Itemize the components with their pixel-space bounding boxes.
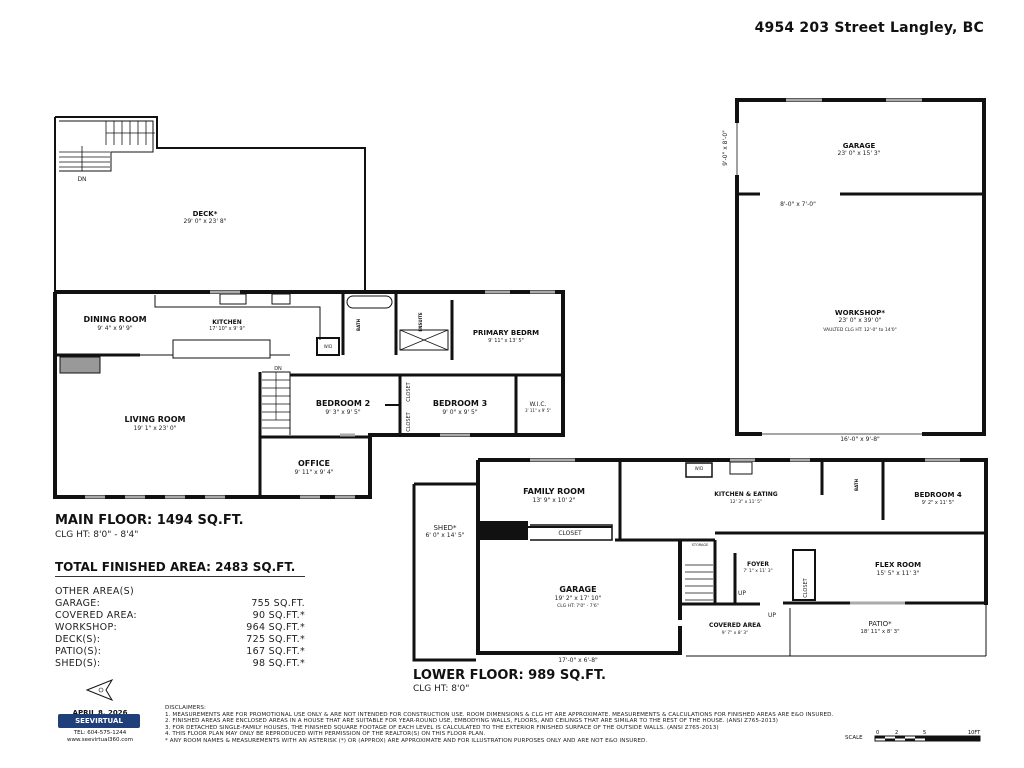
- family-room-label: FAMILY ROOM: [523, 487, 585, 496]
- kitchen-dimensions: 17' 10" x 9' 9": [209, 326, 245, 332]
- bedroom-closet-1-label: CLOSET: [406, 381, 412, 401]
- main-bath-label: BATH: [356, 319, 361, 331]
- bedroom-2-label: BEDROOM 2: [316, 399, 370, 408]
- family-room-dimensions: 13' 9" x 10' 2": [533, 497, 576, 504]
- primary-bedroom-label: PRIMARY BEDRM: [473, 329, 539, 337]
- lower-bath-label: BATH: [854, 479, 859, 491]
- workshop-dimensions: 23' 0" x 39' 0": [839, 317, 882, 324]
- wic-dimensions: 3' 11" x 9' 5": [525, 408, 551, 413]
- flex-room-label: FLEX ROOM: [875, 561, 921, 569]
- deck: DN DECK* 29' 0" x 23' 8": [54, 116, 366, 292]
- dining-room-label: DINING ROOM: [83, 315, 146, 324]
- property-address: 4954 203 Street Langley, BC: [754, 20, 984, 36]
- primary-bedroom-dimensions: 9' 11" x 13' 5": [488, 338, 524, 344]
- garage-side-door-dimensions: 9'-0" x 8'-0": [722, 130, 729, 166]
- scale-label: SCALE: [845, 735, 863, 741]
- lower-kitchen-dimensions: 12' 3" x 11' 5": [730, 499, 762, 505]
- contact-phone: TEL: 604-575-1244: [73, 730, 127, 736]
- dining-room-dimensions: 9' 4" x 9' 9": [97, 325, 133, 332]
- lower-floor-plan: [412, 458, 988, 662]
- lower-floor-ceiling: CLG HT: 8'0": [413, 684, 470, 694]
- foyer-dimensions: 7' 1" x 11' 3": [743, 568, 772, 574]
- patio-dimensions: 18' 11" x 8' 3": [860, 629, 899, 635]
- disclaimer-line: * ANY ROOM NAMES & MEASUREMENTS WITH AN …: [165, 737, 648, 744]
- north-arrow-icon: [85, 678, 114, 702]
- workshop-door-dimensions: 8'-0" x 7'-0": [780, 201, 816, 208]
- deck-dn-label: DN: [77, 176, 86, 183]
- bedroom-4-dimensions: 9' 2" x 11' 5": [922, 500, 955, 506]
- scale-bar: 0 2 5 10FT: [874, 730, 981, 742]
- outbuilding-garage-label: GARAGE: [843, 142, 876, 150]
- area-row: GARAGE:755 SQ.FT.: [55, 598, 305, 609]
- patio-up-label: UP: [768, 612, 776, 619]
- scale-tick-10: 10FT: [968, 730, 981, 736]
- disclaimer-line: 1. MEASUREMENTS ARE FOR PROMOTIONAL USE …: [165, 711, 834, 718]
- main-floor-title: MAIN FLOOR: 1494 SQ.FT.: [55, 513, 244, 528]
- foyer-up-label: UP: [738, 590, 746, 597]
- main-stairs-dn-label: DN: [274, 366, 282, 372]
- bedroom-closet-2-label: CLOSET: [406, 411, 412, 431]
- wic-label: W.I.C.: [530, 401, 547, 408]
- flex-closet-label: CLOSET: [803, 577, 809, 597]
- bedroom-4-label: BEDROOM 4: [914, 491, 962, 499]
- disclaimer-line: 4. THIS FLOOR PLAN MAY ONLY BE REPRODUCE…: [165, 731, 486, 737]
- disclaimer-title: DISCLAIMERS:: [165, 705, 207, 711]
- patio-label: PATIO*: [868, 620, 892, 628]
- flex-room-dimensions: 15' 5" x 11' 3": [877, 570, 920, 577]
- disclaimer-line: 2. FINISHED AREAS ARE ENCLOSED AREAS IN …: [165, 718, 779, 724]
- covered-area-label: COVERED AREA: [709, 622, 761, 629]
- bedroom-3-label: BEDROOM 3: [433, 399, 487, 408]
- bedroom-3-dimensions: 9' 0" x 9' 5": [442, 409, 478, 416]
- lower-closet-label: CLOSET: [558, 530, 582, 537]
- area-row: DECK(S):725 SQ.FT.*: [55, 634, 305, 645]
- main-floor-walls: [53, 290, 565, 499]
- workshop-overhead-door-dimensions: 16'-0" x 9'-8": [840, 436, 880, 443]
- area-row: WORKSHOP:964 SQ.FT.*: [55, 622, 305, 633]
- deck-label: DECK*: [193, 210, 218, 218]
- workshop-label: WORKSHOP*: [835, 309, 885, 317]
- contact-info: TEL: 604-575-1244 www.seevirtual360.com: [55, 730, 145, 744]
- scale-tick-0: 0: [876, 730, 879, 736]
- main-floor-plan: DN DECK* 29' 0" x 23' 8": [53, 116, 565, 499]
- total-finished-area: TOTAL FINISHED AREA: 2483 SQ.FT.: [55, 560, 305, 577]
- outbuilding-garage-dimensions: 23' 0" x 15' 3": [838, 150, 881, 157]
- contact-website: www.seevirtual360.com: [67, 737, 133, 743]
- covered-area-dimensions: 9' 7" x 8' 3": [722, 630, 748, 636]
- shed-label: SHED*: [433, 524, 457, 532]
- scale-tick-5: 5: [923, 730, 926, 736]
- area-row: PATIO(S):167 SQ.FT.*: [55, 646, 305, 657]
- disclaimer-line: 3. FOR DETACHED SINGLE-FAMILY HOUSES, TH…: [165, 724, 719, 731]
- lower-floor-title: LOWER FLOOR: 989 SQ.FT.: [413, 668, 606, 683]
- ensuite-label: ENSUITE: [418, 312, 423, 331]
- office-dimensions: 9' 11" x 9' 4": [294, 469, 333, 476]
- office-label: OFFICE: [298, 459, 330, 468]
- seevirtual-logo: SEEVIRTUAL: [58, 714, 140, 728]
- lower-garage-ceiling: CLG HT: 7'0" - 7'6": [557, 603, 599, 609]
- storage-label: STORAGE: [692, 543, 709, 547]
- area-row: COVERED AREA:90 SQ.FT.*: [55, 610, 305, 621]
- lower-kitchen-label: KITCHEN & EATING: [714, 491, 778, 498]
- plan-date: APRIL 8, 2026: [72, 709, 128, 717]
- living-room-dimensions: 19' 1" x 23' 0": [134, 425, 177, 432]
- scale-tick-2: 2: [895, 730, 898, 736]
- lower-garage-door-dimensions: 17'-0" x 6'-8": [558, 657, 598, 664]
- outbuilding-plan: 9'-0" x 8'-0" GARAGE 23' 0" x 15' 3" 8'-…: [722, 98, 986, 443]
- other-areas-header: OTHER AREA(S): [55, 586, 134, 597]
- main-floor-ceiling: CLG HT: 8'0" - 8'4": [55, 530, 139, 540]
- area-row: SHED(S):98 SQ.FT.*: [55, 658, 305, 669]
- brand-name: SEEVIRTUAL: [75, 717, 123, 725]
- living-room-label: LIVING ROOM: [124, 415, 185, 424]
- kitchen-label: KITCHEN: [212, 319, 242, 326]
- lower-wd-label: W/D: [695, 466, 703, 471]
- disclaimers: DISCLAIMERS: 1. MEASUREMENTS ARE FOR PRO…: [165, 705, 945, 744]
- other-areas-table: OTHER AREA(S) GARAGE:755 SQ.FT. COVERED …: [55, 586, 305, 670]
- lower-garage-label: GARAGE: [559, 585, 596, 594]
- foyer-label: FOYER: [747, 561, 769, 568]
- main-wd-label: W/D: [324, 344, 332, 349]
- bedroom-2-dimensions: 9' 3" x 9' 5": [325, 409, 361, 416]
- shed-dimensions: 6' 0" x 14' 5": [425, 532, 464, 539]
- lower-garage-dimensions: 19' 2" x 17' 10": [555, 595, 602, 602]
- workshop-ceiling-note: VAULTED CLG HT: 12'-0" to 14'0": [823, 327, 896, 333]
- deck-dimensions: 29' 0" x 23' 8": [184, 218, 227, 225]
